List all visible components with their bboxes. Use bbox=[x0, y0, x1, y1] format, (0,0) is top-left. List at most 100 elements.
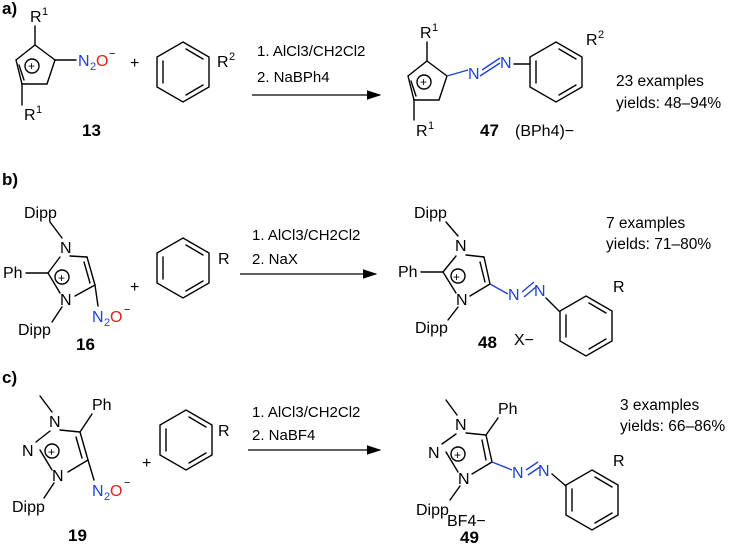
counterion-c: BF4− bbox=[447, 513, 486, 530]
svg-text:R: R bbox=[420, 25, 432, 42]
panel-a: a) + R 1 R 1 N 2 O − 13 + R bbox=[2, 0, 721, 140]
svg-text:R: R bbox=[218, 423, 230, 440]
svg-text:2: 2 bbox=[104, 317, 110, 329]
svg-text:R: R bbox=[24, 107, 36, 124]
svg-text:N: N bbox=[456, 292, 468, 309]
svg-text:N: N bbox=[538, 463, 550, 480]
svg-text:N: N bbox=[458, 471, 470, 488]
svg-text:R: R bbox=[613, 453, 625, 470]
svg-text:2: 2 bbox=[104, 491, 110, 503]
svg-text:+: + bbox=[48, 445, 55, 459]
yields-b: yields: 71–80% bbox=[606, 236, 711, 253]
panel-label-c: c) bbox=[2, 368, 17, 387]
svg-text:2: 2 bbox=[598, 29, 604, 41]
svg-text:N: N bbox=[49, 414, 61, 431]
compound-number-47: 47 bbox=[480, 121, 499, 140]
panel-label-a: a) bbox=[2, 0, 17, 18]
svg-text:N: N bbox=[60, 292, 72, 309]
condition-c-1: 1. AlCl3/CH2Cl2 bbox=[252, 404, 360, 421]
condition-a-2: 2. NaBPh4 bbox=[257, 69, 330, 86]
svg-text:Dipp: Dipp bbox=[414, 205, 447, 222]
svg-text:1: 1 bbox=[36, 104, 42, 116]
yields-a: yields: 48–94% bbox=[616, 95, 721, 112]
svg-text:R: R bbox=[217, 54, 229, 71]
svg-text:N: N bbox=[92, 483, 104, 500]
arene-c-structure: R bbox=[159, 409, 230, 471]
svg-text:N: N bbox=[22, 443, 34, 460]
condition-b-1: 1. AlCl3/CH2Cl2 bbox=[252, 227, 360, 244]
counterion-a: (BPh4)− bbox=[515, 123, 574, 140]
svg-text:Dipp: Dipp bbox=[416, 502, 449, 519]
reactant-13-structure: + R 1 R 1 N 2 O − bbox=[15, 6, 115, 124]
svg-text:R: R bbox=[586, 32, 598, 49]
svg-text:O: O bbox=[110, 309, 122, 326]
svg-text:O: O bbox=[96, 53, 108, 70]
compound-number-49: 49 bbox=[460, 528, 479, 546]
svg-text:N: N bbox=[455, 417, 467, 434]
svg-text:N: N bbox=[52, 468, 64, 485]
svg-text:1: 1 bbox=[42, 6, 48, 18]
panel-label-b: b) bbox=[2, 170, 18, 189]
svg-text:Ph: Ph bbox=[3, 265, 23, 282]
svg-text:2: 2 bbox=[90, 61, 96, 73]
svg-text:2: 2 bbox=[229, 51, 235, 63]
svg-text:Dipp: Dipp bbox=[12, 499, 45, 516]
svg-text:N: N bbox=[78, 53, 90, 70]
svg-text:Dipp: Dipp bbox=[24, 205, 57, 222]
svg-text:N: N bbox=[428, 445, 440, 462]
condition-c-2: 2. NaBF4 bbox=[252, 427, 315, 444]
svg-text:+: + bbox=[454, 448, 461, 462]
compound-number-13: 13 bbox=[82, 121, 101, 140]
svg-text:N: N bbox=[468, 66, 480, 83]
arene-a-structure: R 2 bbox=[156, 41, 235, 103]
svg-text:1: 1 bbox=[428, 120, 434, 132]
svg-text:R: R bbox=[613, 279, 625, 296]
svg-text:Ph: Ph bbox=[92, 397, 112, 414]
svg-text:N: N bbox=[534, 283, 546, 300]
svg-text:+: + bbox=[453, 270, 460, 284]
svg-text:N: N bbox=[500, 55, 512, 72]
svg-text:N: N bbox=[508, 287, 520, 304]
svg-text:R: R bbox=[416, 123, 428, 140]
svg-text:+: + bbox=[58, 271, 65, 285]
svg-text:−: − bbox=[124, 304, 130, 316]
svg-text:+: + bbox=[130, 55, 139, 72]
examples-b: 7 examples bbox=[606, 215, 686, 232]
svg-text:Dipp: Dipp bbox=[18, 322, 51, 339]
svg-text:1: 1 bbox=[432, 22, 438, 34]
compound-number-48: 48 bbox=[478, 333, 497, 352]
reactant-19-structure: N N N + Ph Dipp N 2 O − bbox=[12, 395, 130, 516]
svg-text:+: + bbox=[28, 59, 35, 73]
arene-b-structure: R bbox=[156, 237, 230, 299]
compound-number-16: 16 bbox=[76, 335, 95, 354]
svg-text:O: O bbox=[110, 483, 122, 500]
product-47-structure: + R 1 R 1 N N R 2 bbox=[407, 22, 604, 140]
counterion-b: X− bbox=[514, 332, 534, 349]
svg-text:+: + bbox=[142, 455, 151, 472]
examples-a: 23 examples bbox=[616, 73, 704, 90]
condition-b-2: 2. NaX bbox=[252, 251, 298, 268]
reactant-16-structure: Dipp N N + Ph Dipp N 2 O − bbox=[3, 205, 130, 339]
svg-text:N: N bbox=[455, 238, 467, 255]
svg-text:N: N bbox=[60, 240, 72, 257]
svg-text:Dipp: Dipp bbox=[415, 320, 448, 337]
svg-text:N: N bbox=[92, 309, 104, 326]
svg-text:Ph: Ph bbox=[398, 264, 418, 281]
panel-c: c) N N N + Ph Dipp N 2 O − 19 + bbox=[2, 368, 725, 546]
svg-text:R: R bbox=[30, 9, 42, 26]
yields-c: yields: 66–86% bbox=[620, 418, 725, 435]
product-49-structure: N N N + Ph Dipp N N R bbox=[416, 399, 625, 531]
svg-text:R: R bbox=[218, 251, 230, 268]
condition-a-1: 1. AlCl3/CH2Cl2 bbox=[257, 43, 365, 60]
product-48-structure: Dipp N N + Ph Dipp N N R bbox=[398, 205, 625, 357]
svg-text:−: − bbox=[124, 477, 130, 489]
panel-b: b) Dipp N N + Ph Dipp N 2 O − 16 + bbox=[2, 170, 711, 357]
svg-text:+: + bbox=[130, 279, 139, 296]
examples-c: 3 examples bbox=[620, 397, 700, 414]
svg-text:N: N bbox=[512, 465, 524, 482]
compound-number-19: 19 bbox=[68, 526, 87, 545]
svg-text:+: + bbox=[420, 75, 427, 89]
svg-text:−: − bbox=[109, 48, 115, 60]
svg-text:Ph: Ph bbox=[498, 401, 518, 418]
